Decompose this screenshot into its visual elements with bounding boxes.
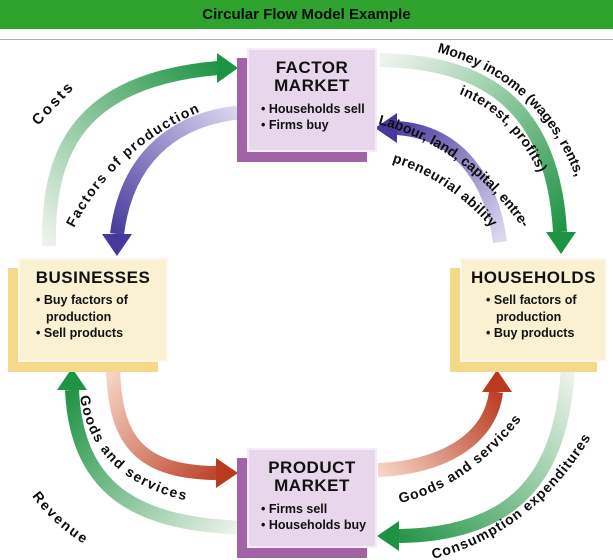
factor-market-bullets: Households sell Firms buy — [249, 101, 375, 134]
product-market-title: PRODUCT MARKET — [268, 458, 356, 496]
label-revenue: Revenue — [30, 488, 93, 547]
bullet-item: Households sell — [261, 101, 371, 117]
factor-market-title: FACTOR MARKET — [274, 58, 350, 96]
label-costs: Costs — [29, 78, 79, 129]
content-top-border — [0, 39, 613, 40]
households-bullets: Sell factors of production Buy products — [462, 292, 605, 341]
businesses-box: BUSINESSES Buy factors of production Sel… — [18, 258, 168, 362]
arrowhead-consumption-expenditures — [377, 521, 399, 551]
arrow-labour-land-capital — [375, 113, 507, 243]
households-title: HOUSEHOLDS — [471, 268, 596, 287]
factor-market-box: FACTOR MARKET Households sell Firms buy — [247, 48, 377, 152]
bullet-item: Firms buy — [261, 117, 371, 133]
businesses-title: BUSINESSES — [35, 268, 151, 287]
arrowhead-costs — [217, 53, 238, 83]
arrowhead-money-income — [546, 232, 576, 254]
page-title: Circular Flow Model Example — [202, 6, 411, 23]
households-box: HOUSEHOLDS Sell factors of production Bu… — [460, 258, 607, 362]
bullet-item: Sell products — [36, 325, 162, 341]
arrowhead-revenue — [57, 368, 87, 390]
arrow-money-income — [379, 53, 576, 254]
bullet-item: Firms sell — [261, 501, 371, 517]
product-market-box: PRODUCT MARKET Firms sell Households buy — [247, 448, 377, 548]
bullet-item: Buy products — [486, 325, 601, 341]
arrowhead-goods-services-right — [482, 370, 512, 392]
arrowhead-labour-land-capital — [375, 113, 397, 143]
bullet-item: Buy factors of production — [36, 292, 162, 325]
arrowhead-goods-services-left — [216, 458, 238, 488]
businesses-bullets: Buy factors of production Sell products — [20, 292, 166, 341]
arrow-costs — [41, 53, 238, 247]
title-bar: Circular Flow Model Example — [0, 0, 613, 31]
arrow-goods-services-right — [377, 370, 512, 477]
arrow-goods-services-left — [106, 367, 238, 488]
arrow-revenue — [57, 368, 244, 535]
product-market-bullets: Firms sell Households buy — [249, 501, 375, 534]
arrow-factors-of-production — [102, 105, 244, 256]
arrowhead-factors-of-production — [102, 234, 132, 256]
bullet-item: Sell factors of production — [486, 292, 601, 325]
arrow-consumption-expenditures — [377, 367, 575, 551]
bullet-item: Households buy — [261, 517, 371, 533]
